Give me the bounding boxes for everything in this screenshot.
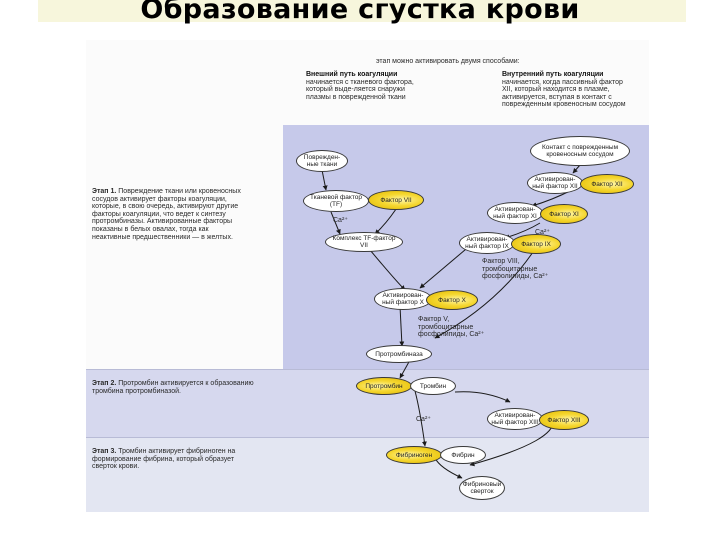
damaged-tissue-node: Поврежден-ные ткани [296,150,348,172]
factor-ix-node: Фактор IX [511,234,561,254]
intrinsic-heading: Внутренний путь коагуляции [502,71,604,78]
intrinsic-text: начинается, когда пассивный фактор XII, … [502,78,626,109]
ca-label: Ca²⁺ [416,416,431,423]
factor-xi-node: Фактор XI [540,204,588,224]
ca-label: Ca²⁺ [535,229,550,236]
title-bar [38,0,686,22]
factor-x-node: Фактор X [426,290,478,310]
ca-label: Ca²⁺ [333,217,348,224]
stage-divider [86,437,649,438]
stage2-text: Протромбин активируется к образованию тр… [92,380,254,395]
stage2-caption: Этап 2. Протромбин активируется к образо… [92,380,257,395]
activated-factor-xii-node: Активирован-ный фактор XII [527,172,583,194]
extrinsic-heading: Внешний путь коагуляции [306,71,398,78]
stage3-label: Этап 3. [92,448,117,455]
prothrombinase-node: Протромбиназа [366,345,432,363]
stage2-label: Этап 2. [92,380,117,387]
activated-factor-x-node: Активирован-ный фактор X [374,288,432,310]
stage3-band [86,437,649,512]
tissue-factor-node: Тканевой фактор (TF) [303,190,369,212]
stage3-text: Тромбин активирует фибриноген на формиро… [92,448,236,471]
fibrin-node: Фибрин [440,446,486,464]
stage3-caption: Этап 3. Тромбин активирует фибриноген на… [92,448,252,471]
stage1-text: Повреждение ткани или кровеносных сосудо… [92,188,241,241]
activated-factor-xiii-node: Активирован-ный фактор XIII [487,408,543,430]
intrinsic-block: Внутренний путь коагуляции начинается, к… [502,71,632,109]
factor-v-cofactors-label: Фактор V, тромбоцитарные фосфолипиды, Ca… [418,316,485,339]
activated-factor-ix-node: Активирован-ный фактор IX [459,232,515,254]
activated-factor-xi-node: Активирован-ный фактор XI [487,202,543,224]
fibrinogen-node: Фибриноген [386,446,442,464]
fibrin-clot-node: Фибриновый сверток [459,476,505,500]
thrombin-node: Тромбин [410,377,456,395]
stage1-label: Этап 1. [92,188,117,195]
page-title: Образование сгустка крови [140,0,580,25]
stage-divider [86,369,649,370]
factor-viii-cofactors-label: Фактор VIII, тромбоцитарные фосфолипиды,… [482,258,549,281]
intro-text: этап можно активировать двумя способами: [376,58,520,65]
vessel-contact-node: Контакт с поврежденным кровеносным сосуд… [530,136,630,166]
extrinsic-block: Внешний путь коагуляции начинается с тка… [306,71,426,101]
factor-xiii-node: Фактор XIII [539,410,589,430]
tf-factor-vii-complex-node: Комплекс TF-фактор VII [325,232,403,252]
stage1-caption: Этап 1. Повреждение ткани или кровеносны… [92,188,242,241]
prothrombin-node: Протромбин [356,377,412,395]
extrinsic-text: начинается с тканевого фактора, который … [306,78,414,101]
factor-vii-node: Фактор VII [368,190,424,210]
factor-xii-node: Фактор XII [580,174,634,194]
